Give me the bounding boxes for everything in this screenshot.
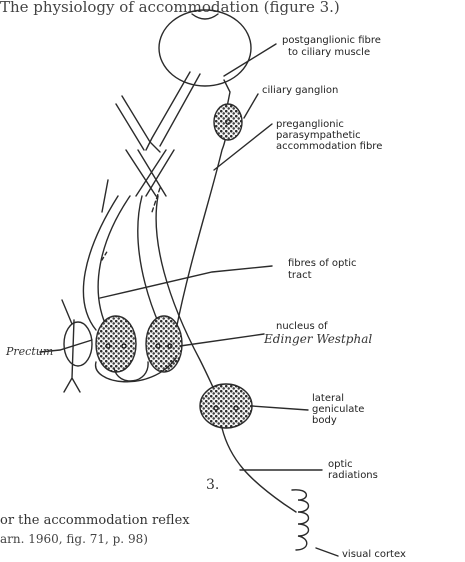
label-visual-cortex: visual cortex: [342, 550, 406, 560]
label-nucleus-of: nucleus of: [276, 322, 327, 332]
caption-line-2: arn. 1960, fig. 71, p. 98): [0, 533, 148, 545]
label-postganglionic-2: to ciliary muscle: [288, 48, 370, 58]
label-preganglionic-3: accommodation fibre: [276, 142, 382, 152]
label-optic-tract-1: fibres of optic: [288, 259, 357, 269]
label-lgb-2: geniculate: [312, 405, 364, 415]
optic-nerve-right: [146, 72, 200, 150]
eye-lens: [192, 14, 218, 19]
label-optic-radiations-1: optic: [328, 460, 353, 470]
lateral-geniculate-body: [200, 384, 252, 428]
label-optic-radiations-2: radiations: [328, 471, 378, 481]
optic-tract-line: [100, 266, 272, 298]
label-postganglionic-1: postganglionic fibre: [282, 36, 381, 46]
label-preganglionic-2: parasympathetic: [276, 131, 361, 141]
chiasm-dash: [102, 180, 108, 212]
preganglionic-fibre: [176, 130, 226, 330]
ew-nucleus-left: [96, 316, 136, 372]
figure-number: 3.: [206, 478, 219, 492]
label-lgb-3: body: [312, 416, 337, 426]
optic-tract-fibre: [98, 196, 130, 330]
label-ciliary-ganglion: ciliary ganglion: [262, 86, 338, 96]
eye: [159, 10, 251, 86]
optic-tract-fibre: [156, 196, 222, 404]
optic-nerve-left: [116, 96, 160, 152]
label-pretectum: Prectum: [6, 346, 53, 357]
visual-cortex: [292, 490, 309, 550]
ew-nucleus-right: [146, 316, 182, 372]
label-edinger-westphal: Edinger Westphal: [264, 333, 372, 345]
optic-chiasm: [126, 150, 174, 196]
label-optic-tract-2: tract: [288, 271, 312, 281]
caption-line-1: or the accommodation reflex: [0, 514, 190, 527]
label-preganglionic-1: preganglionic: [276, 120, 344, 130]
ciliary-ganglion: [214, 104, 242, 140]
label-lgb-1: lateral: [312, 394, 344, 404]
